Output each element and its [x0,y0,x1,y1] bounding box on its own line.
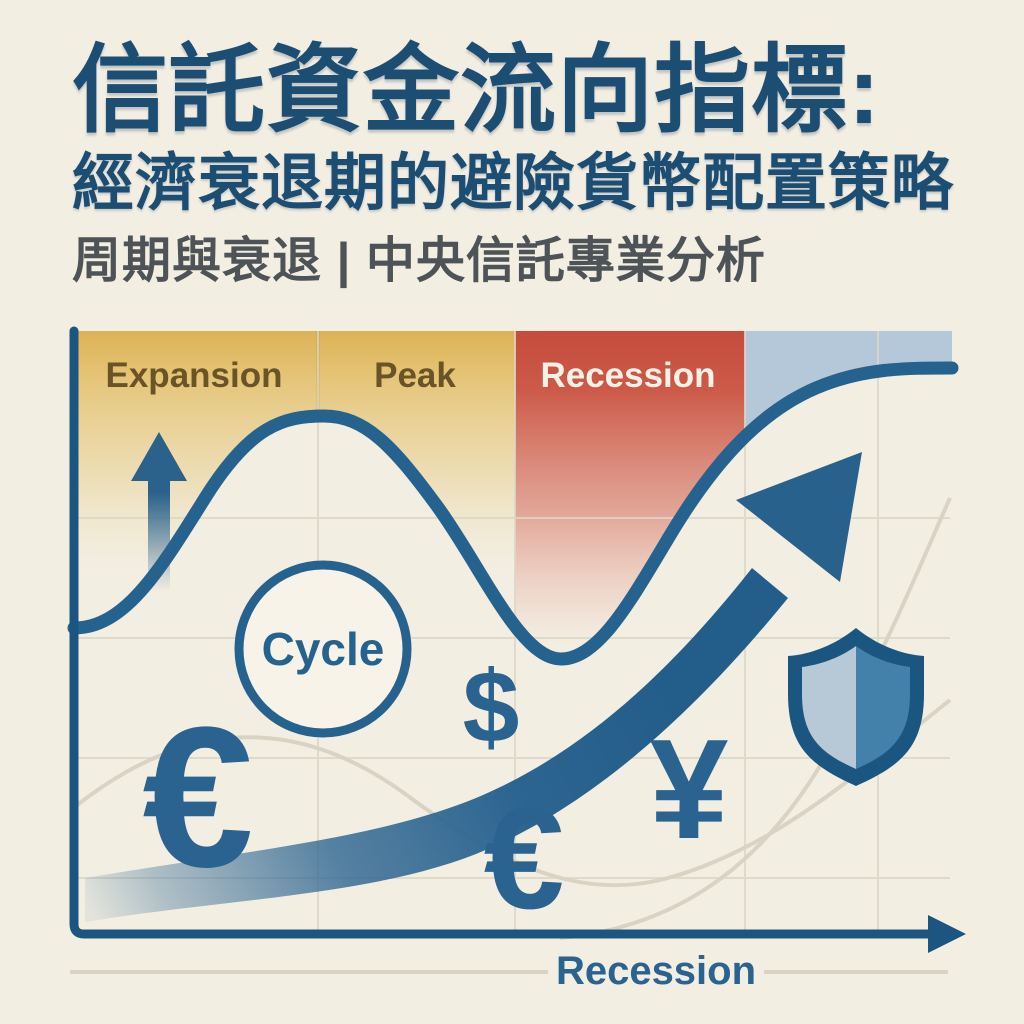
x-axis-label: Recession [556,949,756,993]
cycle-badge: Cycle [234,560,412,738]
axis-lines [69,326,933,939]
page-title-line2: 經濟衰退期的避險貨幣配置策略 [72,148,955,218]
page-title-line1: 信託資金流向指標: [72,37,881,144]
header: 信託資金流向指標: 經濟衰退期的避險貨幣配置策略 周期與衰退 | 中央信託專業分… [72,40,1002,289]
page-subtitle: 周期與衰退 | 中央信託專業分析 [72,234,766,289]
euro-large-symbol: € [142,686,253,909]
shield-left-half [802,646,856,769]
label-backing [548,944,764,998]
up-arrow-icon [131,432,187,592]
peak-label: Peak [374,356,456,395]
expansion-label: Expansion [106,356,283,395]
yen-symbol: ¥ [650,710,729,869]
x-axis-label-group: Recession [70,944,948,998]
x-axis-arrowhead-icon [928,915,966,953]
wave-1 [74,698,952,888]
growth-arrow-shaft [85,568,788,922]
growth-arrow-icon [85,452,862,922]
axes [69,326,966,953]
shield-icon [788,628,924,786]
economic-cycle-diagram: Expansion Peak Recession € $ € ¥ Cycle R… [67,326,966,998]
currency-symbols: € $ € ¥ [142,650,728,939]
under-curve-fill [74,368,952,934]
safe-zone-band [745,331,952,428]
dollar-symbol: $ [463,650,520,764]
growth-arrow-head [736,452,862,582]
cycle-circle [234,560,412,738]
shield-right-half [856,646,910,769]
euro-small-symbol: € [484,777,565,939]
cycle-curve [67,361,959,666]
cycle-label: Cycle [262,623,385,675]
recession-phase-label: Recession [540,356,715,395]
